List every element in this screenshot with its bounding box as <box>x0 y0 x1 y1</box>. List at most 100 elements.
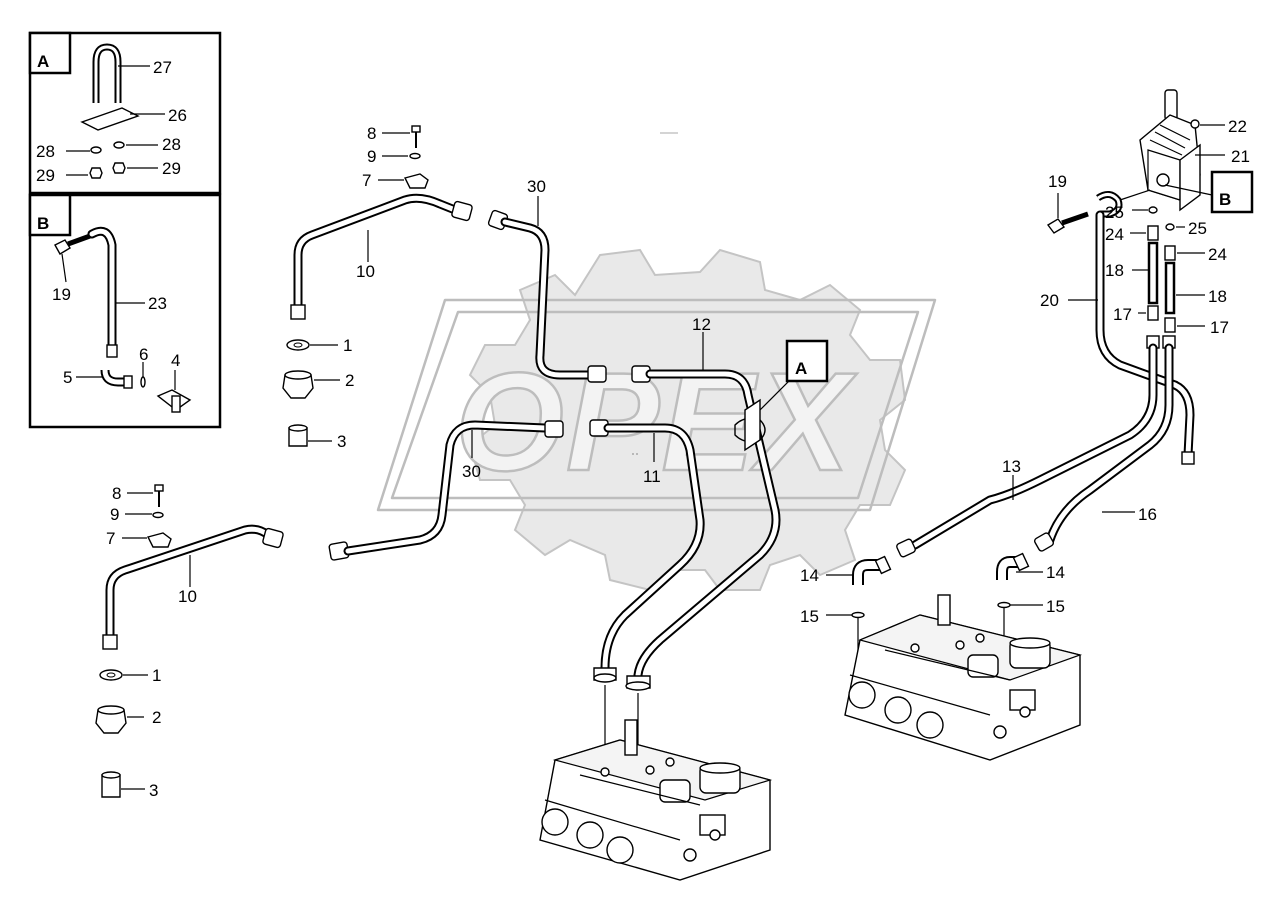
callout-13: 13 <box>1002 457 1021 476</box>
callout-30: 30 <box>527 177 546 196</box>
callout-9: 9 <box>367 147 376 166</box>
callout-24: 24 <box>1208 245 1227 264</box>
reference-tag-a-letter: A <box>795 359 807 378</box>
clamp-icon <box>146 532 172 548</box>
detail-a-tag <box>28 31 72 75</box>
reference-tag-b-letter: B <box>1219 190 1231 209</box>
callout-15: 15 <box>1046 597 1065 616</box>
detail-b-letter: B <box>37 214 49 233</box>
callout-23: 23 <box>148 294 167 313</box>
hose-fitting-icon <box>587 365 607 383</box>
seal-ring-icon <box>997 601 1011 609</box>
watermark-frame-inner <box>390 310 920 500</box>
callout-18: 18 <box>1208 287 1227 306</box>
callout-2: 2 <box>345 371 354 390</box>
left-lower-assembly: 8 9 7 10 1 2 3 <box>95 484 284 800</box>
callout-24: 24 <box>1105 225 1124 244</box>
washer-icon <box>1148 206 1158 214</box>
callout-25: 25 <box>1188 219 1207 238</box>
callout-21: 21 <box>1231 147 1250 166</box>
fitting-icon <box>1164 245 1176 261</box>
callout-3: 3 <box>337 432 346 451</box>
control-valve-right <box>844 594 1083 761</box>
hose-fitting-icon <box>1033 532 1055 552</box>
left-upper-assembly: 8 9 7 10 1 2 3 <box>282 124 473 451</box>
control-valve-left <box>539 719 773 881</box>
valve-stem-icon <box>937 594 951 626</box>
callout-20: 20 <box>1040 291 1059 310</box>
actuator-icon <box>541 808 569 836</box>
callout-12: 12 <box>692 315 711 334</box>
clamp-icon <box>403 173 429 189</box>
callout-26: 26 <box>168 106 187 125</box>
right-assembly: 22 21 B 19 25 25 24 24 18 18 <box>800 89 1254 680</box>
actuator-icon <box>916 711 944 739</box>
callout-10: 10 <box>356 262 375 281</box>
detail-b-tag <box>28 193 72 237</box>
callout-29: 29 <box>36 166 55 185</box>
callout-30: 30 <box>462 462 481 481</box>
washer-icon <box>90 146 102 154</box>
nut-icon <box>89 167 103 179</box>
hose-10-upper <box>293 193 460 310</box>
hose-fitting-icon <box>262 527 284 549</box>
callout-9: 9 <box>110 505 119 524</box>
detail-b-panel: B 19 23 5 6 4 <box>28 193 222 429</box>
actuator-icon <box>576 821 604 849</box>
seal-ring-icon <box>851 611 865 619</box>
washer-icon <box>152 511 164 519</box>
callout-14: 14 <box>1046 563 1065 582</box>
callout-8: 8 <box>112 484 121 503</box>
callout-27: 27 <box>153 58 172 77</box>
bolt-icon <box>1190 119 1200 129</box>
callout-5: 5 <box>63 368 72 387</box>
callout-4: 4 <box>171 351 180 370</box>
washer-icon <box>1165 223 1175 231</box>
hose-18 <box>1164 261 1176 315</box>
valve-stem-icon <box>624 719 638 756</box>
callout-3: 3 <box>149 781 158 800</box>
bolt-icon <box>411 125 421 133</box>
callout-19: 19 <box>1048 172 1067 191</box>
callout-1: 1 <box>152 666 161 685</box>
bolt-icon <box>154 484 164 492</box>
bolt-icon <box>54 239 71 255</box>
callout-28: 28 <box>36 142 55 161</box>
fitting-icon <box>1147 305 1159 321</box>
callout-16: 16 <box>1138 505 1157 524</box>
hose-fitting-icon <box>451 200 473 222</box>
callout-17: 17 <box>1113 305 1132 324</box>
clamp-plate-icon <box>80 107 140 131</box>
hose-fitting-icon <box>102 634 118 650</box>
callout-14: 14 <box>800 566 819 585</box>
washer-icon <box>113 141 125 149</box>
watermark-gear <box>468 248 907 592</box>
callout-2: 2 <box>152 708 161 727</box>
callout-7: 7 <box>362 171 371 190</box>
fitting-icon <box>1164 317 1176 333</box>
callout-19: 19 <box>52 285 71 304</box>
fitting-icon <box>1147 225 1159 241</box>
hose-10-lower <box>105 524 273 640</box>
fitting-icon <box>123 375 133 389</box>
washer-icon <box>140 376 146 388</box>
callout-25: 25 <box>1105 203 1124 222</box>
callout-1: 1 <box>343 336 352 355</box>
callout-7: 7 <box>106 529 115 548</box>
actuator-icon <box>884 696 912 724</box>
callout-28: 28 <box>162 135 181 154</box>
callout-10: 10 <box>178 587 197 606</box>
callout-15: 15 <box>800 607 819 626</box>
hose-fitting-icon <box>290 304 306 320</box>
central-hoses: 30 30 12 11 A <box>328 177 829 775</box>
hose-fitting-icon <box>1181 451 1195 465</box>
actuator-icon <box>606 836 634 864</box>
callout-18: 18 <box>1105 261 1124 280</box>
detail-a-panel: A 27 26 28 28 29 29 <box>28 31 222 195</box>
washer-icon <box>409 152 421 160</box>
actuator-icon <box>848 681 876 709</box>
detail-a-letter: A <box>37 52 49 71</box>
callout-22: 22 <box>1228 117 1247 136</box>
